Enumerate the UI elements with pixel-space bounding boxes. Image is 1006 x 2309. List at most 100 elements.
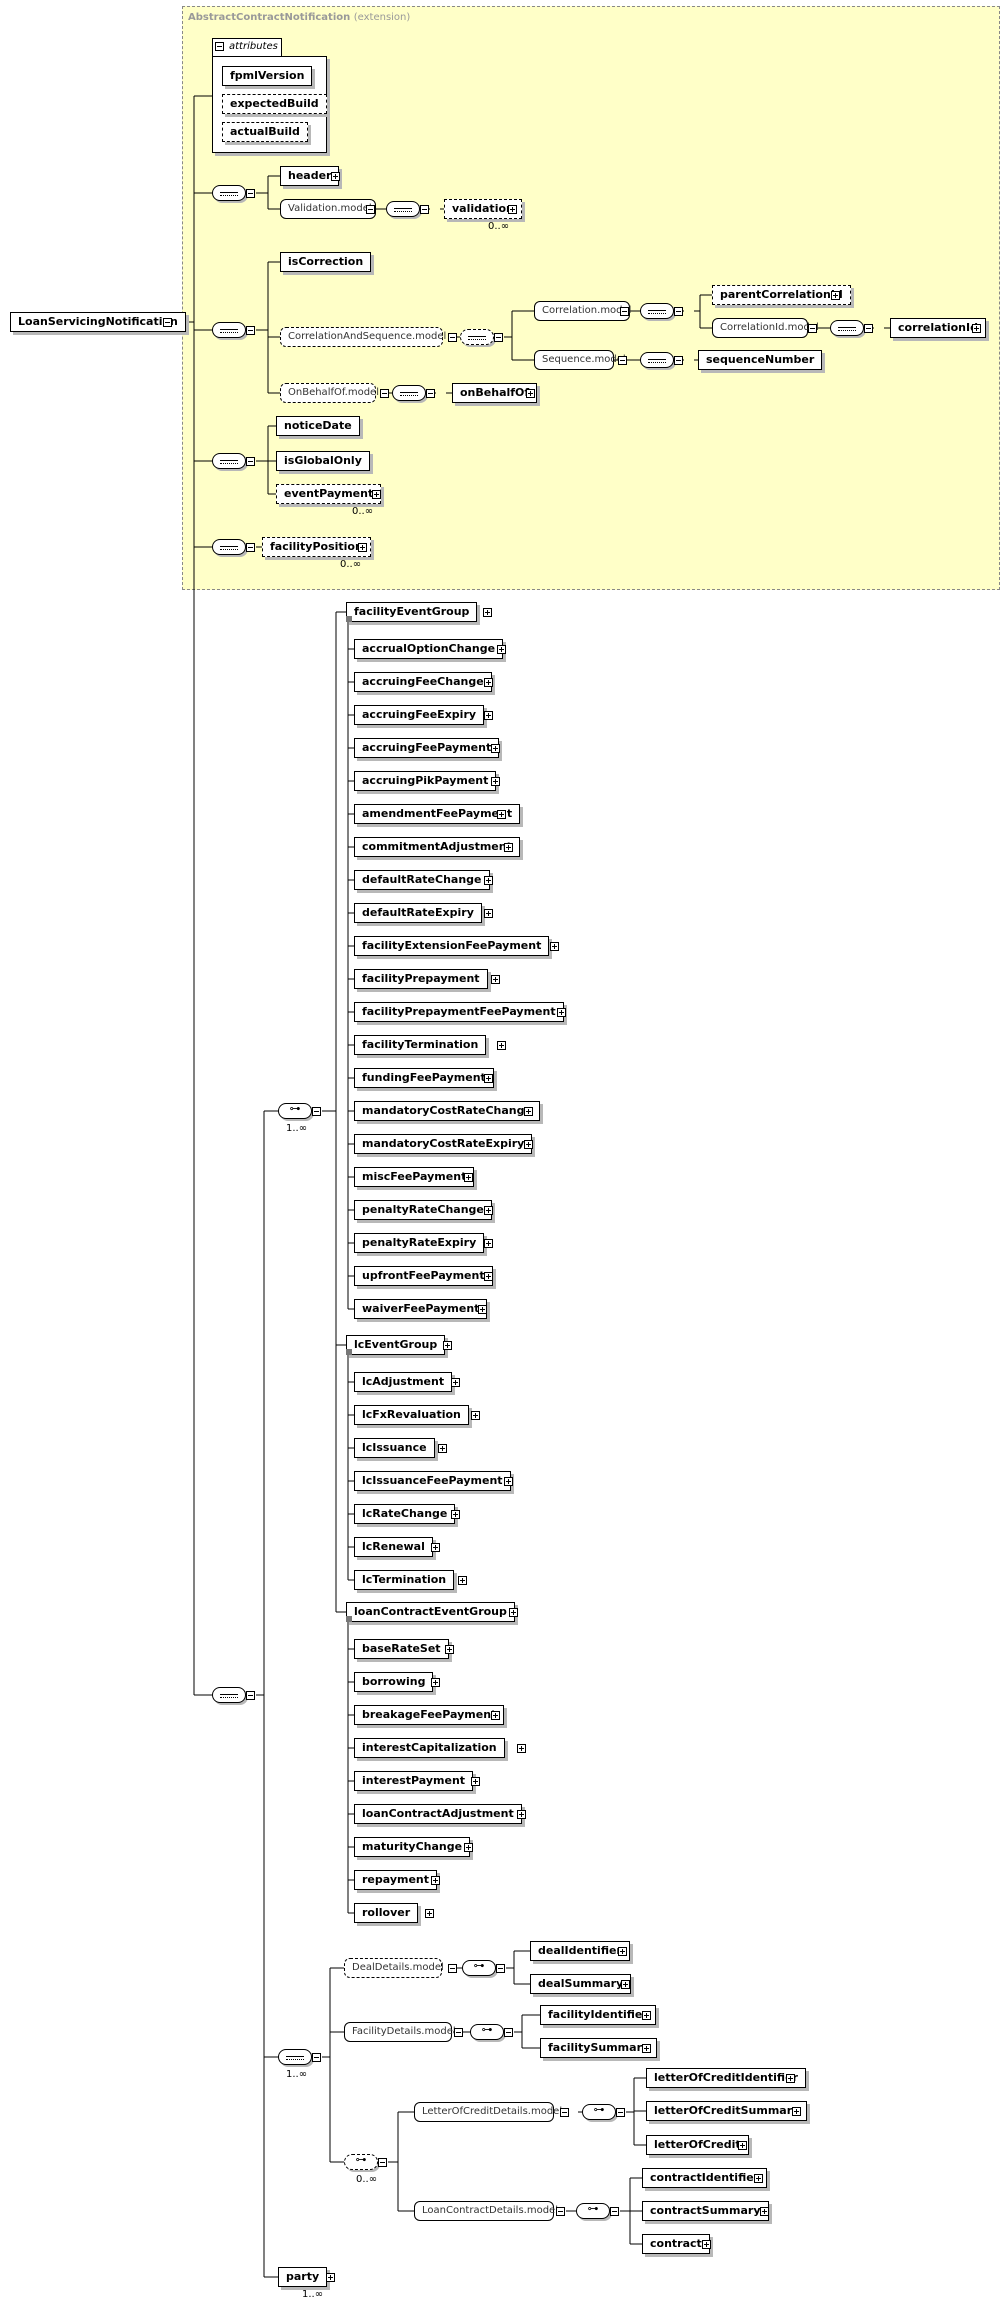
expand-icon[interactable] [464, 1173, 473, 1182]
collapse-icon[interactable] [674, 307, 683, 316]
expand-icon[interactable] [557, 1008, 566, 1017]
expand-icon[interactable] [484, 1272, 493, 1281]
event-element[interactable]: amendmentFeePayment [354, 804, 521, 824]
expand-icon[interactable] [760, 2207, 769, 2216]
collapse-icon[interactable] [504, 2028, 513, 2037]
event-element[interactable]: defaultRateChange [354, 870, 490, 890]
expand-icon[interactable] [491, 777, 500, 786]
expand-icon[interactable] [517, 1744, 526, 1753]
letter-of-credit-element[interactable]: letterOfCredit [646, 2135, 749, 2155]
collapse-icon[interactable] [420, 205, 429, 214]
expand-icon[interactable] [497, 810, 506, 819]
deal-identifier-element[interactable]: dealIdentifier [530, 1941, 630, 1961]
expand-icon[interactable] [618, 1947, 627, 1956]
event-element[interactable]: lcTermination [354, 1570, 455, 1590]
letter-of-credit-summary-element[interactable]: letterOfCreditSummary [646, 2101, 808, 2121]
expand-icon[interactable] [464, 1843, 473, 1852]
event-element[interactable]: accruingPikPayment [354, 771, 497, 791]
deal-details-model-group[interactable]: DealDetails.model [344, 1958, 444, 1978]
on-behalf-of-element[interactable]: onBehalfOf [452, 383, 538, 403]
event-element[interactable]: penaltyRateChange [354, 1200, 492, 1220]
expand-icon[interactable] [484, 909, 493, 918]
party-element[interactable]: party [278, 2267, 328, 2287]
collapse-icon[interactable] [246, 326, 255, 335]
collapse-icon[interactable] [378, 2158, 387, 2167]
expand-icon[interactable] [372, 490, 381, 499]
expand-icon[interactable] [491, 1711, 500, 1720]
collapse-icon[interactable] [454, 2028, 463, 2037]
expand-icon[interactable] [326, 2273, 335, 2282]
event-element[interactable]: commitmentAdjustment [354, 837, 520, 857]
event-element[interactable]: defaultRateExpiry [354, 903, 482, 923]
expand-icon[interactable] [484, 1074, 493, 1083]
expand-icon[interactable] [471, 1411, 480, 1420]
expand-icon[interactable] [524, 1107, 533, 1116]
event-element[interactable]: miscFeePayment [354, 1167, 475, 1187]
expand-icon[interactable] [451, 1378, 460, 1387]
collapse-icon[interactable] [312, 2053, 321, 2062]
notice-date-element[interactable]: noticeDate [276, 416, 360, 436]
event-element[interactable]: lcRateChange [354, 1504, 456, 1524]
validation-model-group[interactable]: Validation.model [280, 199, 376, 219]
collapse-icon[interactable] [366, 205, 375, 214]
event-element[interactable]: lcAdjustment [354, 1372, 453, 1392]
event-element[interactable]: breakageFeePayment [354, 1705, 505, 1725]
event-element[interactable]: facilityExtensionFeePayment [354, 936, 550, 956]
is-correction-element[interactable]: isCorrection [280, 252, 372, 272]
event-element[interactable]: baseRateSet [354, 1639, 449, 1659]
expand-icon[interactable] [484, 711, 493, 720]
event-element[interactable]: borrowing [354, 1672, 434, 1692]
collapse-icon[interactable] [560, 2108, 569, 2117]
root-collapse-icon[interactable] [163, 318, 172, 327]
event-element[interactable]: interestCapitalization [354, 1738, 505, 1758]
correlation-id-element[interactable]: correlationId [890, 318, 986, 338]
expand-icon[interactable] [702, 2240, 711, 2249]
letter-of-credit-details-model-group[interactable]: LetterOfCreditDetails.model [414, 2102, 562, 2122]
is-global-only-element[interactable]: isGlobalOnly [276, 451, 370, 471]
facility-position-element[interactable]: facilityPosition [262, 537, 371, 557]
expand-icon[interactable] [831, 291, 840, 300]
event-element[interactable]: interestPayment [354, 1771, 474, 1791]
facility-event-group[interactable]: facilityEventGroup [346, 602, 478, 622]
event-element[interactable]: mandatoryCostRateChange [354, 1101, 540, 1121]
expand-icon[interactable] [508, 205, 517, 214]
event-element[interactable]: facilityPrepayment [354, 969, 488, 989]
collapse-icon[interactable] [312, 1107, 321, 1116]
collapse-icon[interactable] [808, 324, 817, 333]
collapse-icon[interactable] [620, 307, 629, 316]
letter-of-credit-identifier-element[interactable]: letterOfCreditIdentifier [646, 2068, 806, 2088]
event-element[interactable]: maturityChange [354, 1837, 471, 1857]
event-element[interactable]: facilityPrepaymentFeePayment [354, 1002, 564, 1022]
expand-icon[interactable] [484, 1206, 493, 1215]
expand-icon[interactable] [491, 975, 500, 984]
event-element[interactable]: mandatoryCostRateExpiry [354, 1134, 533, 1154]
parent-correlation-id-element[interactable]: parentCorrelationId [712, 285, 851, 305]
collapse-icon[interactable] [864, 324, 873, 333]
collapse-icon[interactable] [616, 2108, 625, 2117]
expand-icon[interactable] [431, 1543, 440, 1552]
event-element[interactable]: lcIssuance [354, 1438, 435, 1458]
collapse-icon[interactable] [494, 333, 503, 342]
attributes-collapse-icon[interactable] [215, 42, 224, 51]
expand-icon[interactable] [642, 2044, 651, 2053]
lc-event-group[interactable]: lcEventGroup [346, 1335, 446, 1355]
expand-icon[interactable] [458, 1576, 467, 1585]
expand-icon[interactable] [484, 678, 493, 687]
event-element[interactable]: accruingFeeChange [354, 672, 492, 692]
expand-icon[interactable] [517, 1810, 526, 1819]
expand-icon[interactable] [471, 1777, 480, 1786]
event-element[interactable]: upfrontFeePayment [354, 1266, 493, 1286]
event-element[interactable]: fundingFeePayment [354, 1068, 494, 1088]
expand-icon[interactable] [497, 1041, 506, 1050]
root-element[interactable]: LoanServicingNotification [10, 312, 186, 332]
expand-icon[interactable] [438, 1444, 447, 1453]
correlation-id-model-group[interactable]: CorrelationId.model [712, 318, 819, 338]
expand-icon[interactable] [484, 1239, 493, 1248]
facility-identifier-element[interactable]: facilityIdentifier [540, 2005, 656, 2025]
event-element[interactable]: loanContractAdjustment [354, 1804, 522, 1824]
collapse-icon[interactable] [496, 1964, 505, 1973]
event-element[interactable]: repayment [354, 1870, 438, 1890]
collapse-icon[interactable] [246, 457, 255, 466]
expand-icon[interactable] [526, 389, 535, 398]
expand-icon[interactable] [972, 324, 981, 333]
